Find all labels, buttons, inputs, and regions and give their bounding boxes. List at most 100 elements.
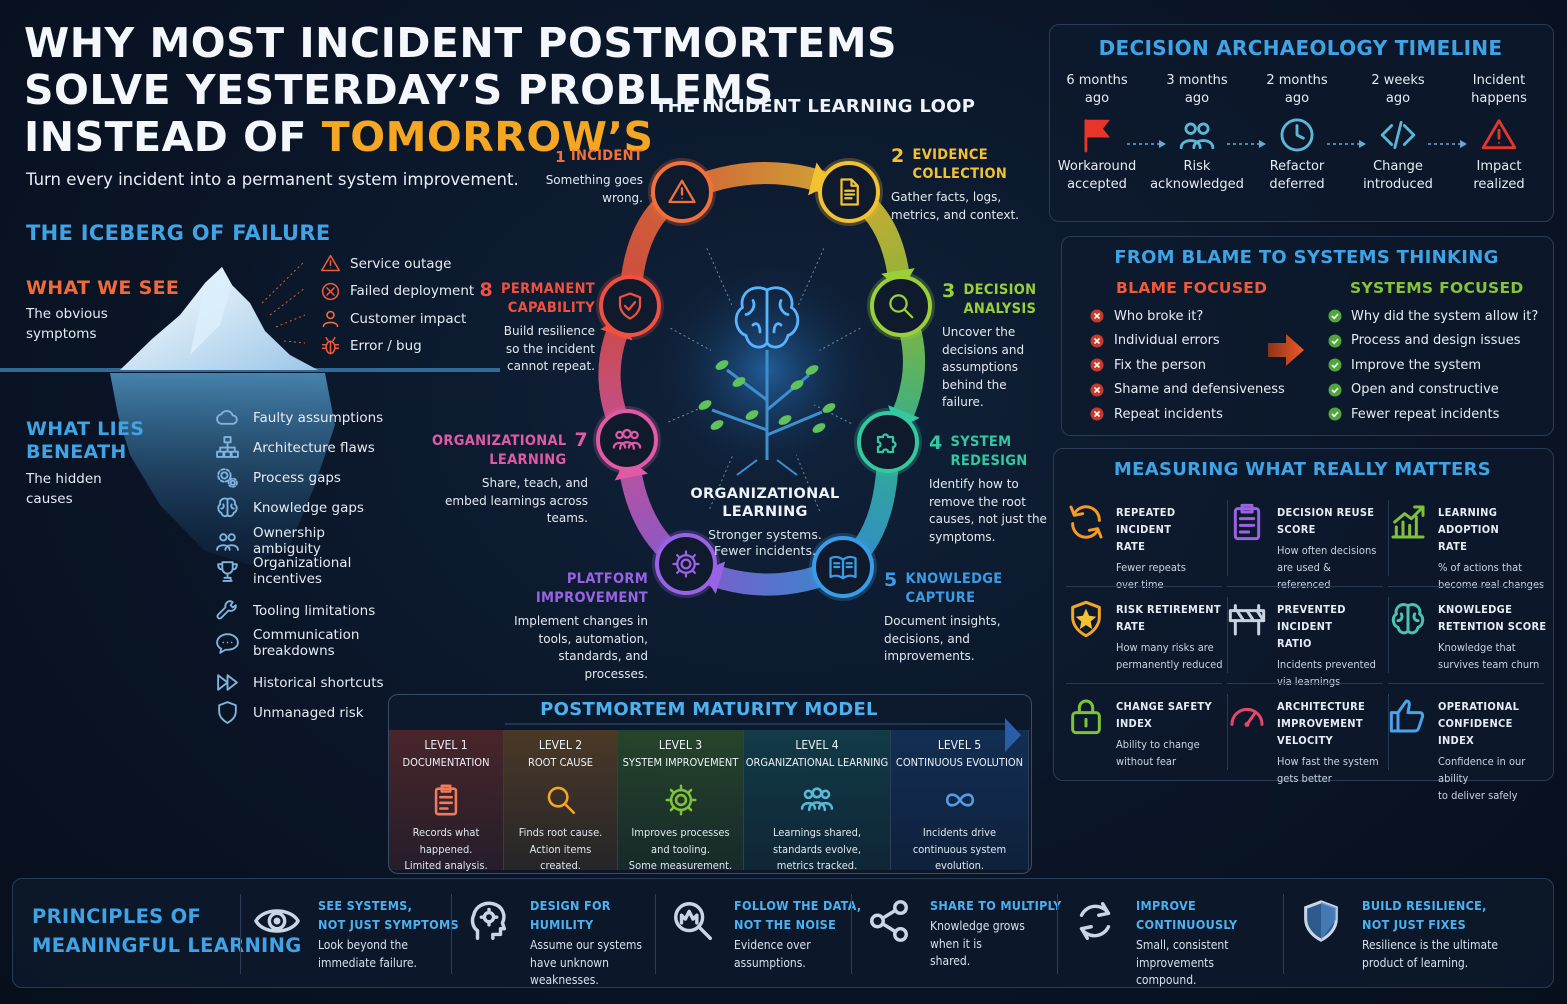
principles-panel (12, 878, 1554, 988)
principle-title-2: NOT JUST FIXES (1362, 917, 1467, 932)
loop-step-title-2: COLLECTION (912, 166, 1008, 182)
maturity-level-name: DOCUMENTATION (402, 756, 490, 769)
blame-panel (1061, 236, 1554, 436)
title-line-1: WHY MOST INCIDENT POSTMORTEMS (24, 19, 898, 67)
timeline-label-2: deferred (1269, 177, 1325, 192)
eye-icon (254, 898, 304, 948)
learning-loop-diagram (593, 158, 935, 601)
systems-item: Open and constructive (1328, 378, 1538, 403)
metric-divider (1388, 586, 1544, 587)
maturity-level-desc: Limited analysis. (404, 859, 488, 872)
metric-title-2: SCORE (1277, 523, 1316, 536)
principles-heading-1: PRINCIPLES OF (32, 905, 202, 928)
systems-item-label: Improve the system (1351, 357, 1482, 373)
metric-divider (1227, 500, 1228, 576)
loop-step-desc: Document insights, decisions, and improv… (884, 614, 1001, 663)
beneath-heading-line-1: WHAT LIES (26, 418, 145, 440)
loop-step-desc: Identify how to remove the root causes, … (929, 477, 1047, 544)
principles-heading-2: MEANINGFUL LEARNING (32, 934, 302, 957)
maturity-level-desc: metrics tracked. (776, 859, 858, 872)
metric-title-2: INDEX (1116, 717, 1153, 730)
principle-desc: Small, consistent (1136, 938, 1229, 952)
metric-desc-2: are used & referenced (1277, 561, 1331, 591)
shield-icon (1298, 898, 1348, 948)
maturity-level-desc: evolution. (934, 859, 985, 872)
hidden-cause-label: Ownership ambiguity (253, 525, 325, 557)
metric-title-1: RISK RETIREMENT (1116, 603, 1221, 616)
symptom-label: Error / bug (350, 338, 422, 355)
timeline-label-1: Refactor (1269, 159, 1325, 174)
metric-desc-2: to deliver safely (1438, 789, 1518, 802)
timeline-time-1: 2 months (1266, 73, 1328, 88)
metric-title-1: ARCHITECTURE (1277, 700, 1366, 713)
gear-icon (672, 550, 700, 578)
maturity-level-desc: happened. (419, 842, 473, 856)
principle-divider (451, 894, 452, 974)
iceberg-heading: THE ICEBERG OF FAILURE (26, 221, 331, 245)
gear-icon (664, 783, 698, 817)
hidden-cause-label: Communication breakdowns (253, 627, 360, 659)
metric-divider (1388, 683, 1544, 684)
center-title-1: ORGANIZATIONAL (690, 486, 840, 502)
warning-icon (668, 179, 696, 204)
maturity-level-desc: Improves processes (631, 826, 730, 839)
hidden-cause-item: Organizational incentives (215, 555, 395, 587)
clipboard-icon (1227, 502, 1269, 584)
arrow-right-icon (1268, 334, 1304, 366)
timeline-connector-arrow (1428, 134, 1468, 153)
fast-forward-icon (215, 670, 253, 695)
principle-title-1: BUILD RESILIENCE, (1362, 898, 1487, 913)
timeline-panel (1049, 24, 1554, 222)
growth-chart-icon (1388, 502, 1430, 584)
maturity-arrow (505, 718, 1021, 752)
principle-desc: immediate failure. (318, 955, 417, 970)
timeline-time-2: ago (1184, 91, 1210, 106)
blame-item-label: Shame and defensiveness (1114, 382, 1285, 398)
timeline-connector-arrow (1227, 134, 1267, 153)
timeline-label-1: Impact (1476, 159, 1522, 174)
clock-icon (1278, 116, 1316, 154)
check-circle-icon (1328, 407, 1351, 421)
loop-step-desc: Uncover the decisions and assumptions be… (942, 325, 1025, 409)
hidden-cause-item: Ownership ambiguity (215, 525, 395, 557)
what-lies-beneath-heading: WHAT LIES BENEATH (26, 418, 144, 464)
loop-step-desc: Build resilience so the incident cannot … (503, 324, 595, 373)
principle-desc: Evidence over (734, 938, 811, 952)
loop-connector (709, 453, 734, 509)
principle-desc: shared. (930, 954, 971, 968)
hidden-cause-item: Communication breakdowns (215, 627, 395, 659)
shield-check-icon (618, 292, 642, 320)
principle-title-1: FOLLOW THE DATA, (734, 898, 862, 913)
systems-item-label: Why did the system allow it? (1351, 308, 1539, 324)
team-icon (612, 428, 642, 450)
loop-step-number: 2 (891, 145, 905, 167)
metric-divider (1227, 597, 1228, 673)
blame-item: Repeat incidents (1090, 402, 1285, 427)
document-icon (840, 178, 859, 206)
page-title: WHY MOST INCIDENT POSTMORTEMS SOLVE YEST… (24, 20, 897, 161)
metric-divider (1227, 683, 1383, 684)
loop-connector (798, 248, 825, 306)
metric-desc-2: without fear (1116, 755, 1177, 768)
maturity-heading: POSTMORTEM MATURITY MODEL (540, 699, 878, 720)
